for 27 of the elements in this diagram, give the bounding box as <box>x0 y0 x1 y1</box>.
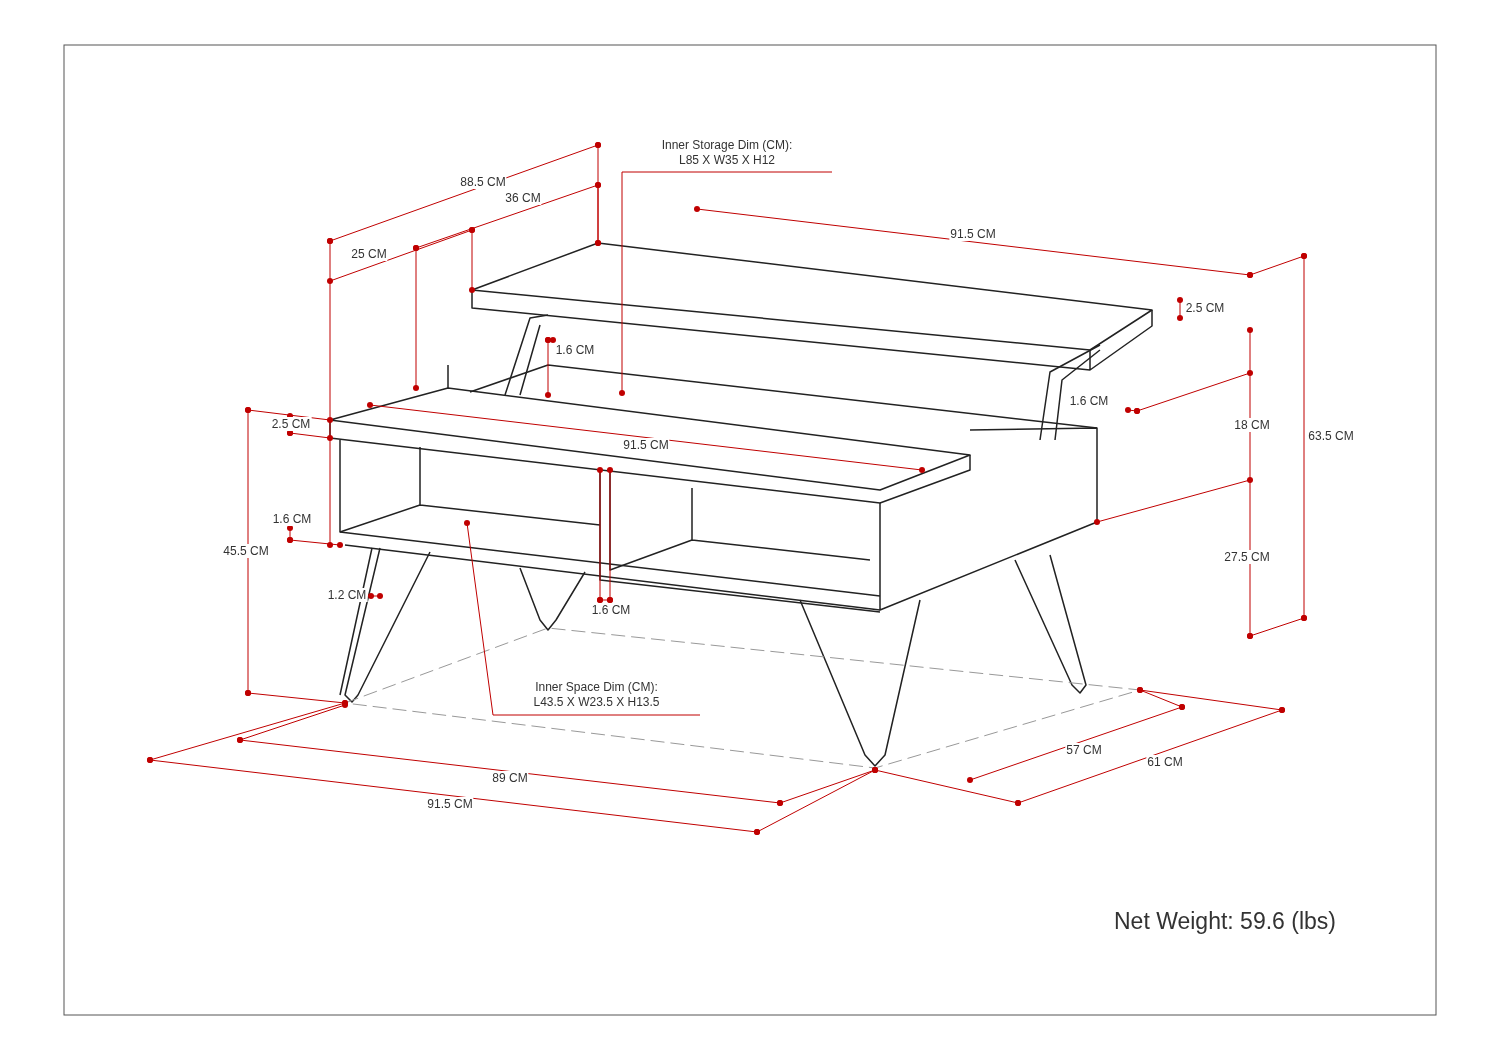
dimension-label: 2.5 CM <box>270 417 312 431</box>
dimension-label: 2.5 CM <box>1184 301 1226 315</box>
callout-text: L85 X W35 X H12 <box>677 153 777 168</box>
weight-note: Net Weight: 59.6 (lbs) <box>1113 907 1337 935</box>
callout-text: Inner Space Dim (CM): <box>534 680 659 695</box>
dimension-label: 89 CM <box>491 771 529 785</box>
dimension-label: 1.6 CM <box>554 343 596 357</box>
dimension-label: 91.5 CM <box>949 227 997 241</box>
dimension-label: 25 CM <box>350 247 388 261</box>
dimension-label: 1.2 CM <box>326 588 368 602</box>
dimension-label: 57 CM <box>1065 743 1103 757</box>
dimension-label: 18 CM <box>1233 418 1271 432</box>
dimension-label: 91.5 CM <box>622 438 670 452</box>
dimension-label: 88.5 CM <box>459 175 507 189</box>
callout-text: L43.5 X W23.5 X H13.5 <box>532 695 661 710</box>
leader-line <box>619 171 833 396</box>
leader-line <box>464 520 701 716</box>
dimension-label: 1.6 CM <box>271 512 313 526</box>
dimension-label: 63.5 CM <box>1307 429 1355 443</box>
dimension-label: 45.5 CM <box>222 544 270 558</box>
dimension-label: 36 CM <box>504 191 542 205</box>
dimension-label: 27.5 CM <box>1223 550 1271 564</box>
dimension-label: 1.6 CM <box>1068 394 1110 408</box>
dimension-label: 61 CM <box>1146 755 1184 769</box>
dimension-label: 91.5 CM <box>426 797 474 811</box>
dimension-label: 1.6 CM <box>590 603 632 617</box>
callout-text: Inner Storage Dim (CM): <box>660 138 794 153</box>
